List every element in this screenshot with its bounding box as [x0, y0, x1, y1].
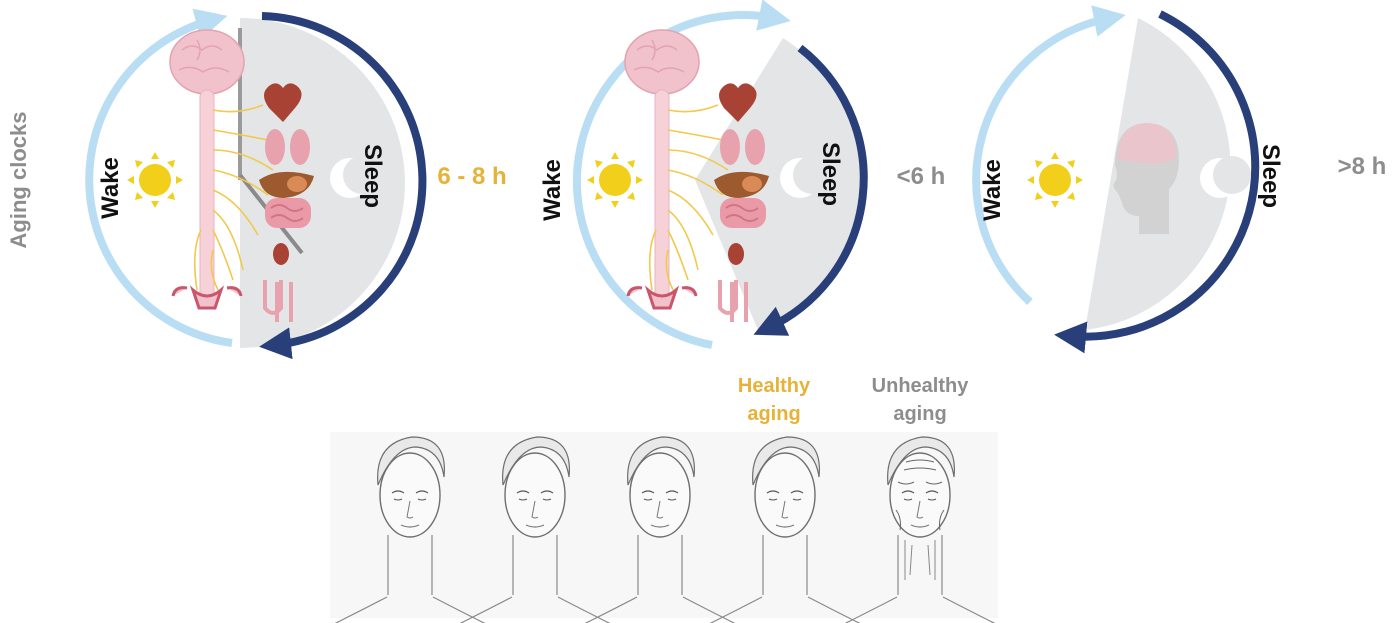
sleep-arc	[259, 12, 427, 360]
title-aging-clocks: Aging clocks	[6, 112, 31, 249]
wake-arc	[573, 0, 791, 349]
sleep-arc	[753, 44, 868, 336]
duration-label: >8 h	[1338, 153, 1387, 180]
duration-label: 6 - 8 h	[437, 163, 506, 190]
sleep-arc	[1054, 10, 1260, 354]
head-silhouette-icon	[1113, 123, 1179, 234]
clock-less-6h: Wake Sleep <6 h	[539, 0, 946, 349]
sleep-label: Sleep	[1257, 144, 1284, 208]
sun-icon	[587, 152, 643, 208]
sun-icon	[127, 152, 183, 208]
wake-label: Wake	[97, 157, 124, 219]
unhealthy-aging-label-line1: Unhealthy	[872, 375, 970, 397]
wake-label: Wake	[979, 159, 1006, 221]
sun-icon	[1027, 152, 1083, 208]
aged-face-sketch-icon	[841, 436, 999, 623]
wake-arc	[972, 5, 1126, 305]
unhealthy-aging-label-line2: aging	[893, 403, 946, 425]
wake-label: Wake	[539, 159, 566, 221]
sleep-label: Sleep	[817, 142, 844, 206]
moon-icon	[1200, 156, 1251, 198]
healthy-aging-label-line2: aging	[747, 403, 800, 425]
clock-more-8h: Wake Sleep >8 h	[972, 5, 1387, 354]
healthy-aging-label-line1: Healthy	[738, 375, 811, 397]
wake-arc	[85, 8, 233, 347]
faces-panel	[330, 432, 999, 623]
sleep-label: Sleep	[359, 144, 386, 208]
duration-label: <6 h	[897, 163, 946, 190]
clock-6-8h: Wake Sleep 6 - 8 h	[85, 8, 507, 360]
